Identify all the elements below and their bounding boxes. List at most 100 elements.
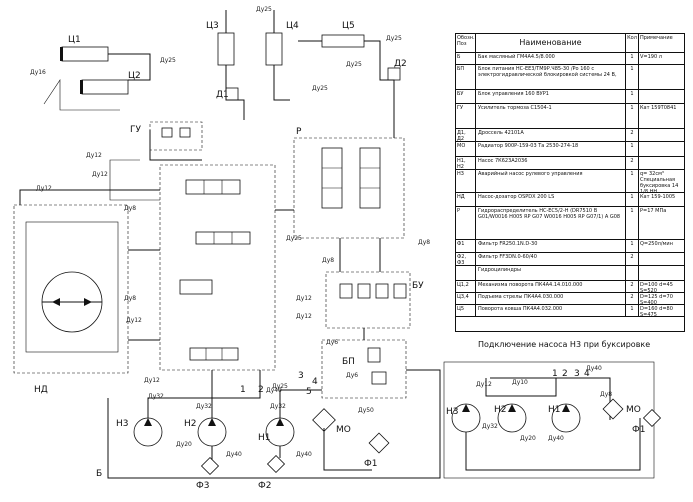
label-nd: НД — [34, 385, 48, 395]
tank-b — [107, 398, 441, 479]
cylinder-u2 — [80, 79, 129, 95]
svg-text:Ду10: Ду10 — [512, 379, 528, 386]
svg-text:Ду20: Ду20 — [520, 435, 536, 442]
table-cell-name: Аварийный насос рулевого управления — [476, 170, 626, 192]
table-cell-name: Механизма поворота ПК4А4.14.010.000 — [476, 281, 626, 292]
svg-text:Ду8: Ду8 — [124, 205, 136, 212]
table-cell-name: Радиатор 900Р-159-03 Та 2530-274-18 — [476, 142, 626, 156]
filter-f3 — [200, 456, 220, 476]
table-cell-name: Подъема стрелы ПК4А4.030.000 — [476, 293, 626, 304]
table-row: Гидроцилиндры — [456, 266, 684, 281]
svg-text:Ду40: Ду40 — [586, 365, 602, 372]
svg-text:2: 2 — [258, 385, 264, 395]
table-cell-note: Q=250л/мин — [640, 241, 673, 247]
svg-text:Ду32: Ду32 — [482, 423, 498, 430]
table-cell-pos: Р — [456, 207, 476, 239]
label-d1: Д1 — [216, 90, 229, 100]
svg-text:Ду40: Ду40 — [226, 451, 242, 458]
svg-text:Ду25: Ду25 — [312, 85, 328, 92]
svg-text:Ду8: Ду8 — [600, 391, 612, 398]
table-cell-pos: Д1, Д2 — [456, 129, 476, 142]
svg-text:Ду25: Ду25 — [386, 35, 402, 42]
table-cell-qty — [626, 266, 639, 280]
svg-text:Ду32: Ду32 — [196, 403, 212, 410]
label-mo: МО — [336, 425, 351, 435]
table-cell-name: Дроссель 42101А — [476, 129, 626, 141]
svg-text:Ду25: Ду25 — [160, 57, 176, 64]
svg-text:Ду12: Ду12 — [296, 295, 312, 302]
table-cell-qty: 1 — [626, 90, 639, 103]
label-u5: Ц5 — [342, 21, 355, 31]
filter-f1 — [368, 432, 390, 454]
table-cell-name: Блок управления 160 ВУР1 — [476, 90, 626, 103]
table-header: Обозн. Поз Наименование Кол Примечание — [456, 34, 684, 53]
label-d2: Д2 — [394, 59, 407, 69]
booster-gu — [149, 121, 203, 151]
label-u4: Ц4 — [286, 21, 299, 31]
towing-subdiagram: Н3 Н2 Н1 МО Ф1 1 2 3 4 Ду12 Ду10 Ду40 Ду… — [443, 361, 662, 479]
svg-text:Н1: Н1 — [548, 405, 561, 415]
svg-text:МО: МО — [626, 405, 641, 415]
svg-text:1: 1 — [552, 369, 558, 379]
table-cell-qty: 2 — [626, 293, 639, 304]
svg-text:Н3: Н3 — [446, 407, 459, 417]
cylinder-u3 — [217, 10, 235, 66]
table-cell-name: Фильтр FR250.1N.D-30 — [476, 240, 626, 252]
svg-text:3: 3 — [574, 369, 580, 379]
table-cell-qty: 1 — [626, 305, 639, 316]
table-cell-pos: БП — [456, 65, 476, 89]
table-cell-note — [639, 142, 684, 156]
svg-text:Ду8: Ду8 — [124, 295, 136, 302]
power-block-bp — [321, 339, 407, 399]
distributor-p — [293, 137, 405, 239]
table-cell-name: Гидрораспределитель НС-EC5/2-Н (DR7510 В… — [476, 207, 626, 239]
table-cell-pos: Н3 — [456, 170, 476, 192]
svg-text:Ду12: Ду12 — [86, 152, 102, 159]
svg-text:1: 1 — [240, 385, 246, 395]
table-cell-name: Поворота ковша ПК4А4.032.000 — [476, 305, 626, 316]
svg-text:4: 4 — [312, 377, 318, 387]
throttle-d2 — [387, 67, 401, 81]
svg-text:Ду6: Ду6 — [326, 339, 338, 346]
table-cell-name: Гидроцилиндры — [476, 266, 626, 280]
table-cell-qty: 1 — [626, 240, 639, 252]
svg-text:Ду50: Ду50 — [358, 407, 374, 414]
table-cell-name: Фильтр FF3DN.0-60/40 — [476, 253, 626, 265]
svg-text:Ду12: Ду12 — [126, 317, 142, 324]
cylinder-u1 — [60, 46, 120, 62]
svg-text:5: 5 — [306, 387, 312, 397]
table-cell-pos: Ф2, Ф3 — [456, 253, 476, 266]
cylinder-u5 — [298, 34, 365, 48]
table-cell-note: Р=17 МПа — [640, 208, 667, 214]
table-cell-pos: Ц5 — [456, 305, 476, 316]
table-cell-note: Кат 159-1005 — [640, 194, 676, 200]
filter-f2 — [266, 454, 286, 474]
svg-text:Ду25: Ду25 — [256, 6, 272, 13]
table-cell-note — [639, 157, 684, 169]
svg-text:Ду12: Ду12 — [92, 171, 108, 178]
svg-text:Ф1: Ф1 — [632, 425, 645, 435]
label-bu: БУ — [412, 281, 424, 291]
svg-text:3: 3 — [298, 371, 304, 381]
svg-text:4: 4 — [584, 369, 590, 379]
svg-text:Ду40: Ду40 — [296, 451, 312, 458]
table-cell-note: q= 32см³ Специальная буксировка 14 1/8 H… — [640, 171, 679, 195]
svg-text:Н2: Н2 — [494, 405, 507, 415]
valve-stack — [159, 164, 276, 371]
table-cell-pos — [456, 266, 476, 280]
svg-text:Ду8: Ду8 — [418, 239, 430, 246]
table-cell-name: Бак масляный ГМ4А4.5/8.000 — [476, 53, 626, 64]
label-n1: Н1 — [258, 433, 271, 443]
table-cell-qty: 1 — [626, 65, 639, 89]
table-cell-note: Кат 159Т0841 — [640, 105, 677, 111]
table-cell-qty: 2 — [626, 129, 639, 141]
table-cell-qty: 2 — [626, 157, 639, 169]
table-cell-name: Блок питания НС-ЕЕ3/ТМ9Р.Ч85-30 /Ро 160 … — [476, 65, 626, 89]
